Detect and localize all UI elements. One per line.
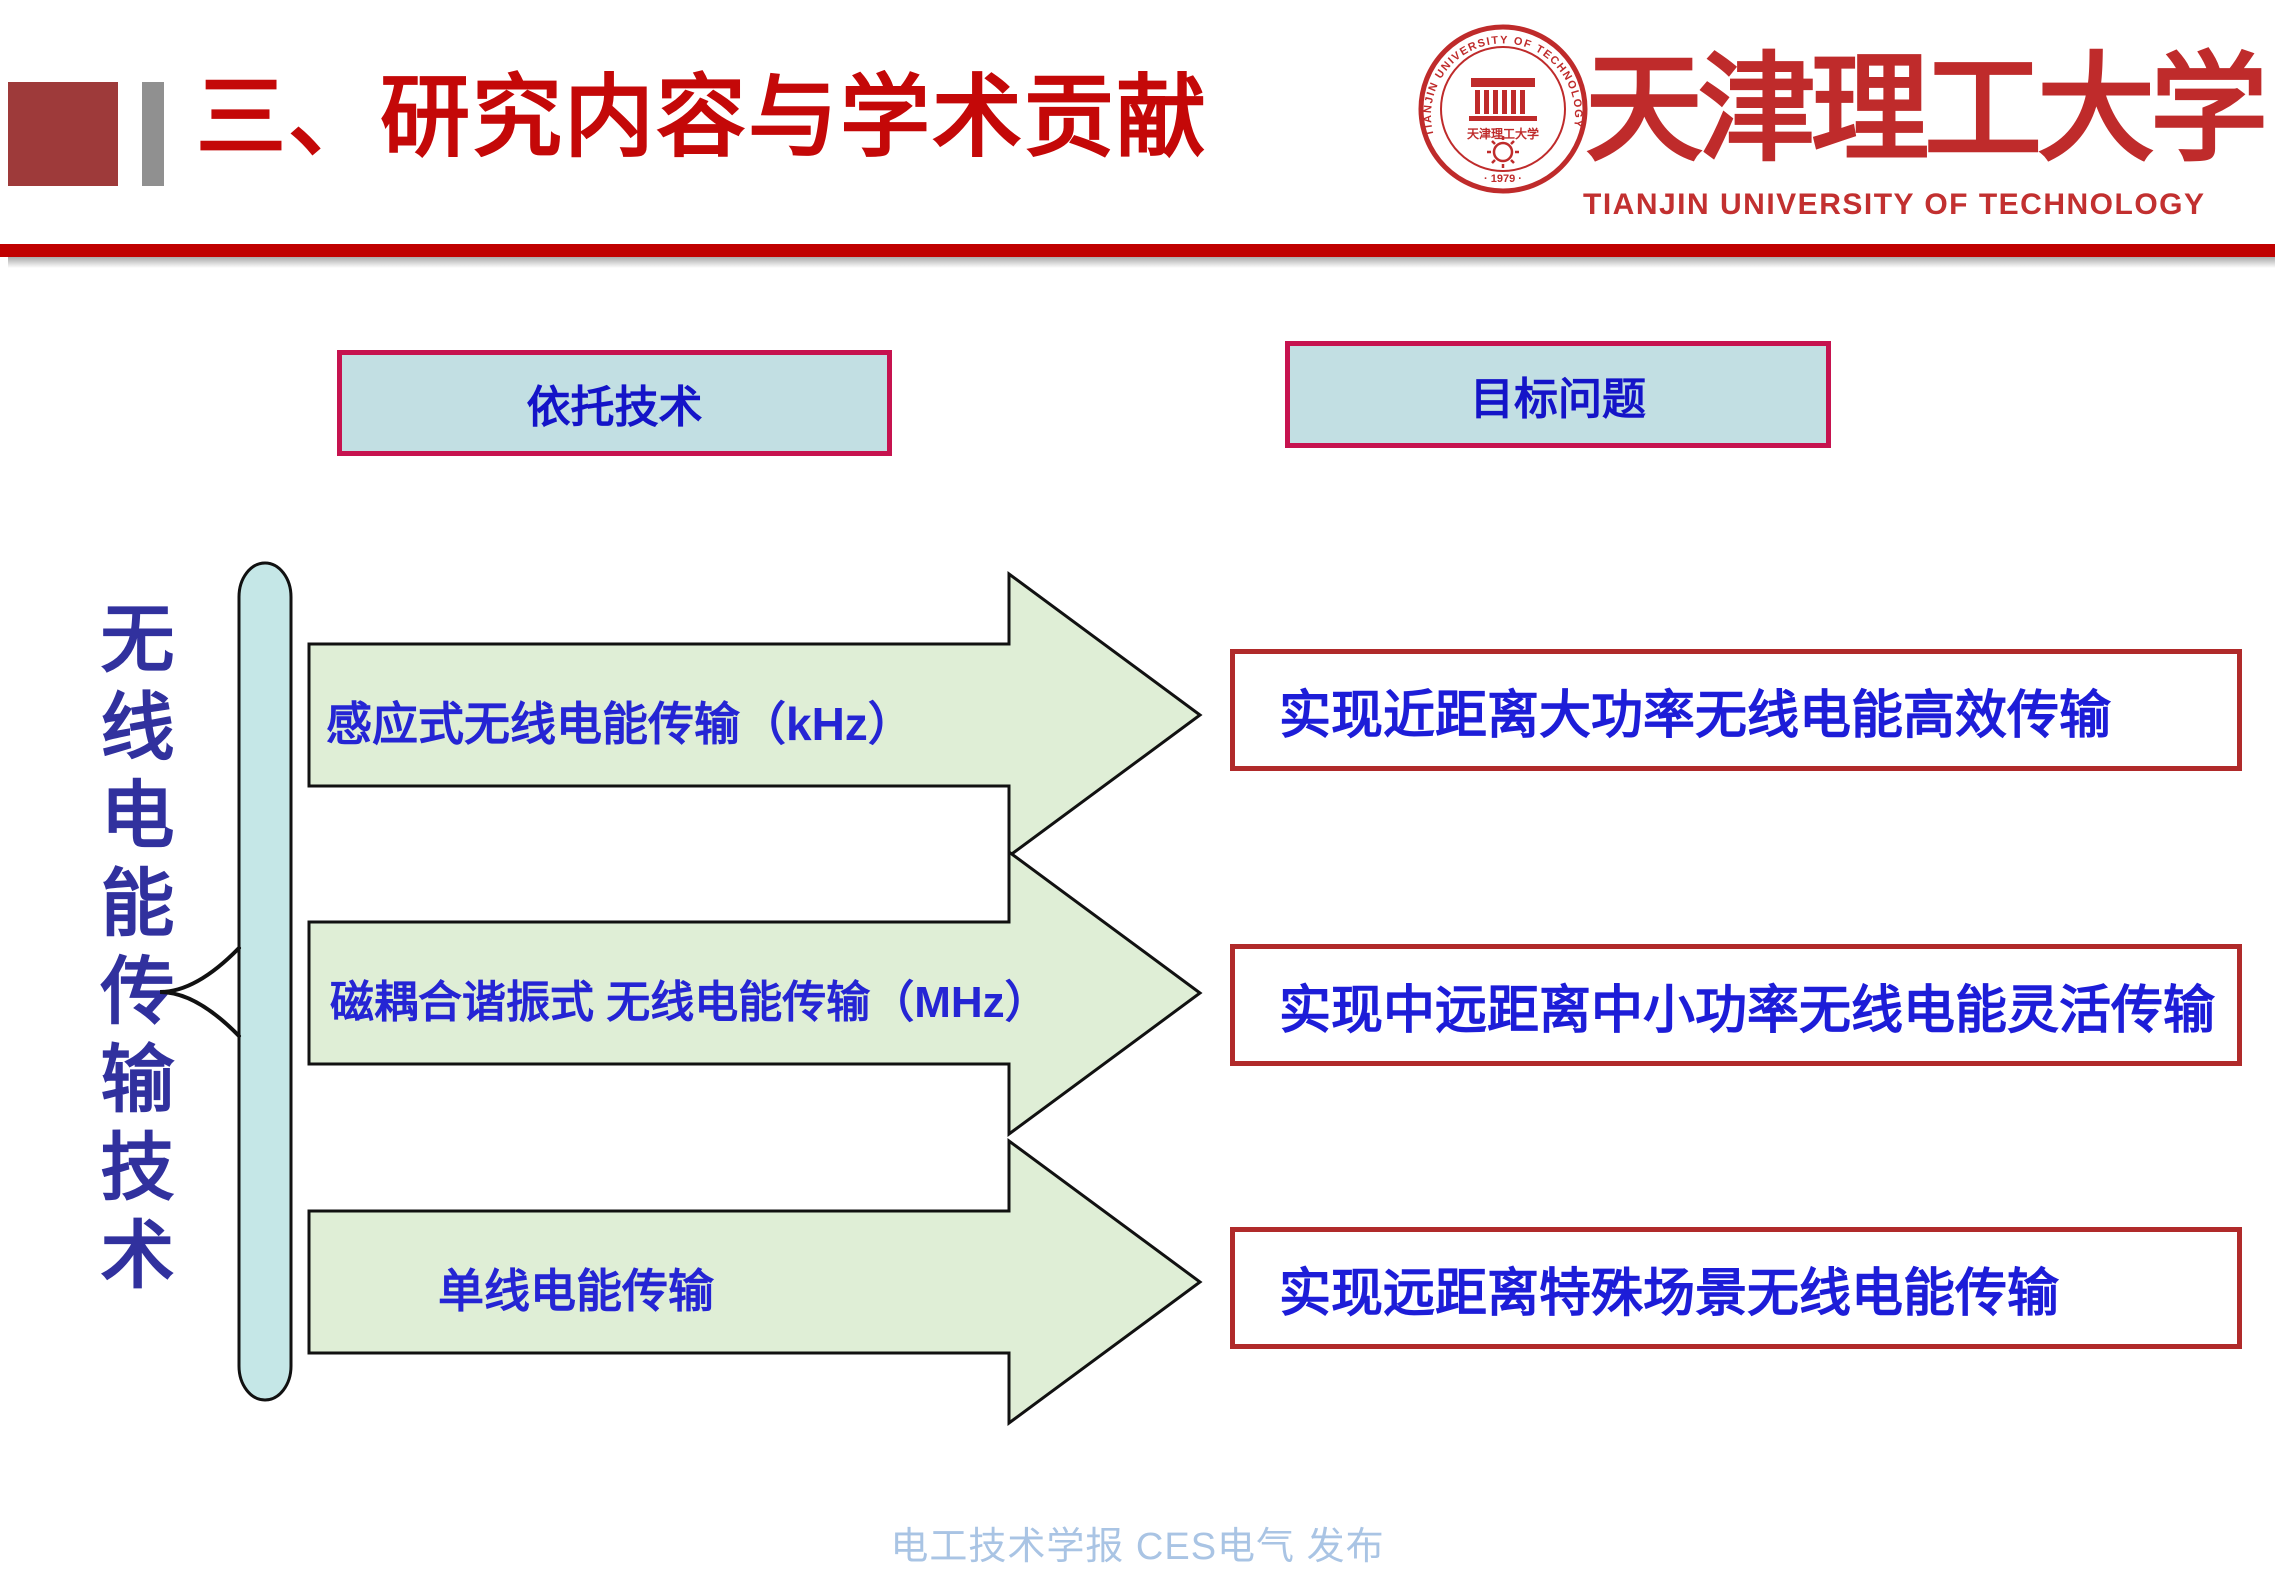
title-accent-bar: [142, 82, 164, 186]
slide-title: 三、研究内容与学术贡献: [196, 68, 1208, 168]
column-header-target-problems: 目标问题: [1285, 341, 1831, 448]
arrow-resonant-wpt: [307, 849, 1203, 1137]
arrow-label-single-wire: 单线电能传输: [438, 1265, 714, 1317]
seal-cjk-text: 天津理工大学: [1467, 126, 1539, 141]
result-box-long-distance: 实现远距离特殊场景无线电能传输: [1230, 1227, 2242, 1349]
university-seal-icon: TIANJIN UNIVERSITY OF TECHNOLOGY 天津理工大学 …: [1418, 24, 1588, 194]
arrow-label-inductive: 感应式无线电能传输（kHz）: [326, 698, 914, 750]
seal-gear-icon: [1487, 136, 1519, 168]
university-english-name: TIANJIN UNIVERSITY OF TECHNOLOGY: [1583, 188, 2206, 221]
column-header-right-label: 目标问题: [1470, 374, 1646, 424]
seal-year-text: · 1979 ·: [1484, 173, 1522, 185]
title-accent-square: [8, 82, 118, 186]
group-bracket-shape: [159, 561, 293, 1402]
arrow-single-wire-pt: [307, 1138, 1203, 1426]
result-text-1: 实现近距离大功率无线电能高效传输: [1279, 686, 2112, 745]
university-calligraphy-name: 天津理工大学: [1585, 44, 2268, 176]
arrow-inductive-wpt: [307, 571, 1203, 859]
arrow-label-resonant: 磁耦合谐振式 无线电能传输（MHz）: [330, 978, 1049, 1027]
result-box-mid-distance: 实现中远距离中小功率无线电能灵活传输: [1230, 944, 2242, 1066]
header-divider-line: [0, 244, 2275, 257]
result-text-3: 实现远距离特殊场景无线电能传输: [1279, 1264, 2060, 1323]
seal-building-icon: [1469, 78, 1537, 121]
footer-credit: 电工技术学报 CES电气 发布: [890, 1526, 1385, 1568]
header-divider-shadow: [8, 257, 2275, 268]
brace-cusp: [159, 946, 241, 1038]
side-category-label: 无线电能传输技术: [89, 600, 171, 1304]
result-text-2: 实现中远距离中小功率无线电能灵活传输: [1279, 981, 2216, 1040]
column-header-left-label: 依托技术: [526, 383, 703, 432]
column-header-supporting-technology: 依托技术: [337, 350, 892, 456]
result-box-short-distance: 实现近距离大功率无线电能高效传输: [1230, 649, 2242, 771]
